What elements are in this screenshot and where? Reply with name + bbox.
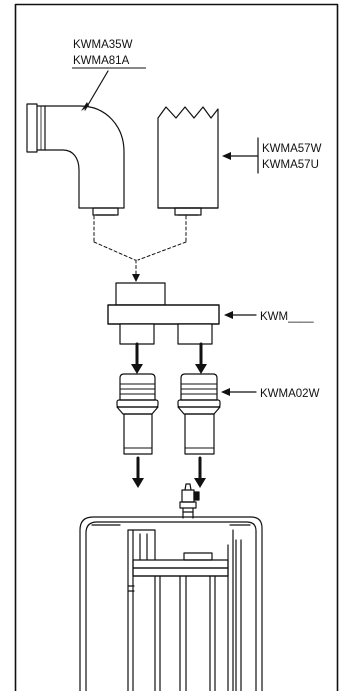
straight-pipe	[157, 106, 219, 216]
boiler-unit	[79, 516, 263, 691]
vent-valve	[179, 483, 200, 519]
label-connector-model: KWMA02W	[260, 388, 320, 400]
adapter-block	[107, 282, 220, 345]
connector-right	[177, 373, 221, 455]
arrows-to-connectors	[131, 342, 207, 374]
merge-arrowhead	[132, 274, 140, 282]
arrows-to-unit	[132, 456, 206, 488]
connector-left	[116, 373, 159, 455]
leader-elbow	[81, 70, 109, 111]
leader-adapter	[224, 311, 257, 319]
dashed-merge-lines	[93, 215, 187, 275]
label-adapter-model: KWM____	[260, 311, 314, 323]
label-pipe-model-2: KWMA57U	[262, 159, 319, 171]
elbow-pipe	[26, 103, 125, 216]
leader-connector	[221, 388, 257, 396]
label-pipe-model-1: KWMA57W	[262, 143, 322, 155]
label-elbow-model-2: KWMA81A	[73, 55, 130, 67]
leader-pipe	[222, 137, 259, 174]
diagram-frame	[14, 3, 339, 691]
label-elbow-model-1: KWMA35W	[73, 39, 133, 51]
